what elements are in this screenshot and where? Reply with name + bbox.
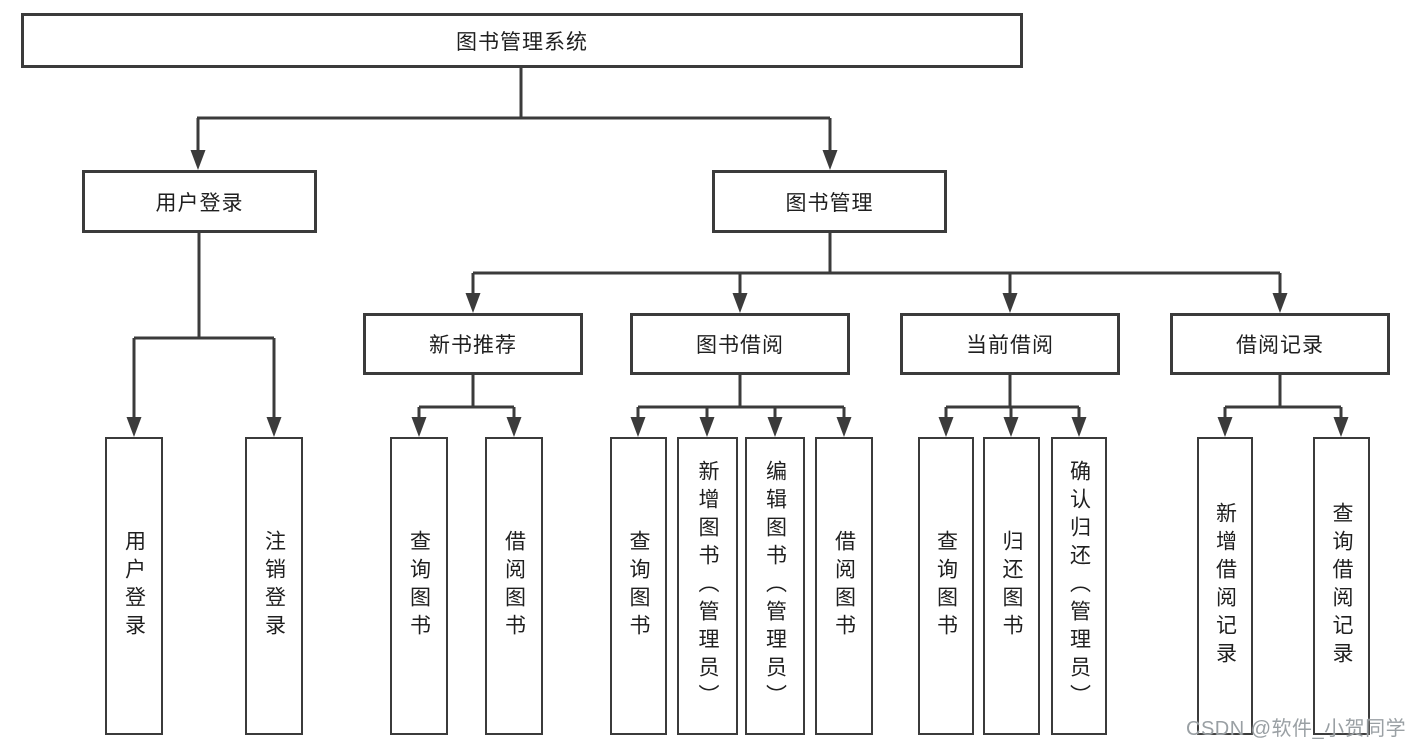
node-borrow-records: 借阅记录 bbox=[1170, 313, 1390, 375]
leaf-query-books-current: 查询图书 bbox=[918, 437, 974, 735]
leaf-logout: 注销登录 bbox=[245, 437, 303, 735]
node-book-management: 图书管理 bbox=[712, 170, 947, 233]
node-user-login: 用户登录 bbox=[82, 170, 317, 233]
leaf-borrow-books-recommend: 借阅图书 bbox=[485, 437, 543, 735]
leaf-return-books: 归还图书 bbox=[983, 437, 1040, 735]
node-current-borrow: 当前借阅 bbox=[900, 313, 1120, 375]
node-new-book-recommend: 新书推荐 bbox=[363, 313, 583, 375]
leaf-query-borrow-record: 查询借阅记录 bbox=[1313, 437, 1370, 735]
leaf-edit-book-admin: 编辑图书（管理员） bbox=[745, 437, 805, 735]
arrowheads bbox=[126, 150, 1349, 437]
leaf-add-borrow-record: 新增借阅记录 bbox=[1197, 437, 1253, 735]
leaf-confirm-return-admin: 确认归还（管理员） bbox=[1051, 437, 1107, 735]
node-library-management-system: 图书管理系统 bbox=[21, 13, 1023, 68]
leaf-add-book-admin: 新增图书（管理员） bbox=[677, 437, 738, 735]
leaf-borrow-books: 借阅图书 bbox=[815, 437, 873, 735]
csdn-watermark: CSDN @软件_小贺同学 bbox=[1186, 718, 1405, 740]
leaf-user-login: 用户登录 bbox=[105, 437, 163, 735]
leaf-query-books-recommend: 查询图书 bbox=[390, 437, 448, 735]
node-book-borrow: 图书借阅 bbox=[630, 313, 850, 375]
leaf-query-books-borrow: 查询图书 bbox=[610, 437, 667, 735]
